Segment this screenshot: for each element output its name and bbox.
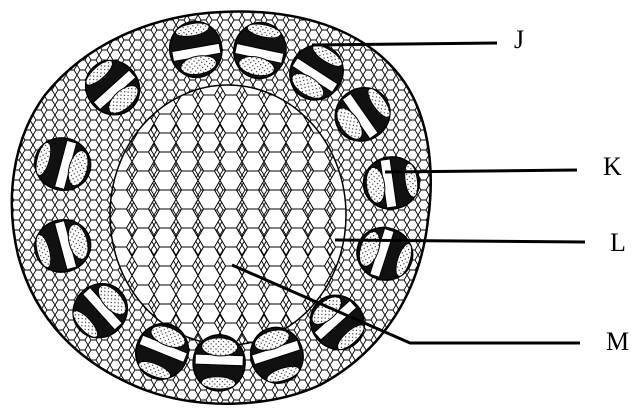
pith: [110, 85, 346, 345]
vascular-bundle: [192, 334, 246, 392]
label-l: L: [610, 228, 626, 257]
label-k: K: [603, 152, 622, 181]
label-j: J: [514, 25, 524, 54]
leader-line-j: [312, 43, 497, 45]
leader-line-l: [335, 240, 585, 242]
leader-line-k: [385, 170, 577, 172]
label-m: M: [606, 327, 629, 356]
